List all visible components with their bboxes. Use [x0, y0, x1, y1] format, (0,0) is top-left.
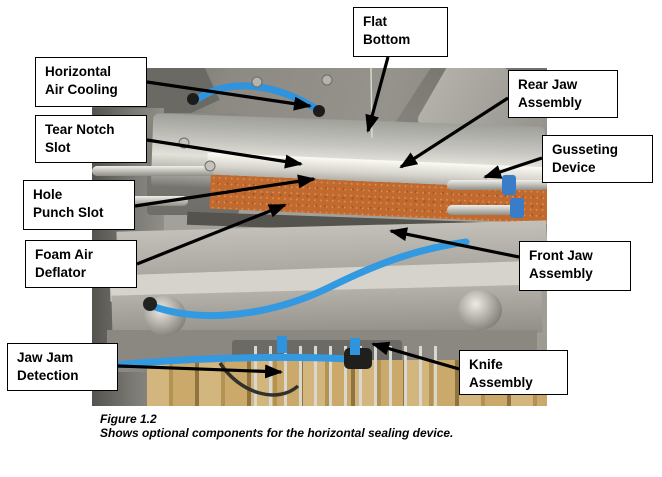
figure-caption-description: Shows optional components for the horizo… — [100, 426, 454, 440]
callout-horizontal-air-cooling: Horizontal Air Cooling — [35, 57, 147, 107]
callout-label-line: Device — [552, 160, 596, 175]
callout-gusseting-device: Gusseting Device — [542, 135, 653, 183]
callout-label-line: Horizontal — [45, 64, 111, 79]
callout-label-line: Assembly — [469, 375, 533, 390]
callout-label-line: Detection — [17, 368, 79, 383]
screw-2 — [321, 74, 333, 86]
callout-label-line: Assembly — [518, 95, 582, 110]
tube-fitting-lower-left — [143, 297, 157, 311]
gusseting-rod-lower — [447, 205, 519, 215]
blue-elbow-2 — [350, 338, 360, 355]
air-cooling-tube — [192, 82, 322, 114]
callout-label-line: Hole — [33, 187, 63, 202]
bottom-tube — [102, 353, 352, 370]
lower-curve-tube — [148, 238, 470, 320]
callout-label-line: Jaw Jam — [17, 350, 74, 365]
callout-knife-assembly: Knife Assembly — [459, 350, 568, 395]
callout-label-line: Flat — [363, 14, 388, 29]
callout-label-line: Front Jaw — [529, 248, 593, 263]
figure-caption: Figure 1.2 Shows optional components for… — [100, 412, 453, 440]
tube-fitting-right — [313, 105, 325, 117]
callout-label-line: Assembly — [529, 266, 593, 281]
callout-label-line: Punch Slot — [33, 205, 104, 220]
callout-jaw-jam-detection: Jaw Jam Detection — [7, 343, 118, 391]
callout-label-line: Rear Jaw — [518, 77, 578, 92]
screw-1 — [251, 76, 263, 88]
figure-caption-title: Figure 1.2 — [100, 412, 157, 426]
right-knob-cylinder — [458, 290, 502, 330]
callout-label-line: Deflator — [35, 265, 87, 280]
tube-fitting-left — [187, 93, 199, 105]
callout-label-line: Foam Air — [35, 247, 94, 262]
callout-label-line: Tear Notch — [45, 122, 115, 137]
screw-4 — [204, 160, 216, 172]
screw-3 — [178, 137, 190, 149]
callout-front-jaw-assembly: Front Jaw Assembly — [519, 241, 631, 291]
blue-clamp-fitting-1 — [502, 175, 516, 195]
callout-flat-bottom: Flat Bottom — [353, 7, 448, 57]
callout-foam-air-deflator: Foam Air Deflator — [25, 240, 137, 288]
blue-clamp-fitting-2 — [510, 198, 524, 218]
gusseting-rod-upper — [447, 180, 547, 190]
callout-label-line: Gusseting — [552, 142, 619, 157]
left-rod-upper — [92, 166, 214, 176]
callout-rear-jaw-assembly: Rear Jaw Assembly — [508, 70, 618, 118]
callout-label-line: Air Cooling — [45, 82, 118, 97]
callout-tear-notch-slot: Tear Notch Slot — [35, 115, 147, 163]
callout-label-line: Slot — [45, 140, 71, 155]
callout-label-line: Bottom — [363, 32, 411, 47]
sensor-cable — [218, 362, 300, 397]
callout-hole-punch-slot: Hole Punch Slot — [23, 180, 135, 230]
thin-wire — [370, 68, 373, 139]
callout-label-line: Knife — [469, 357, 503, 372]
blue-elbow-1 — [277, 336, 287, 353]
